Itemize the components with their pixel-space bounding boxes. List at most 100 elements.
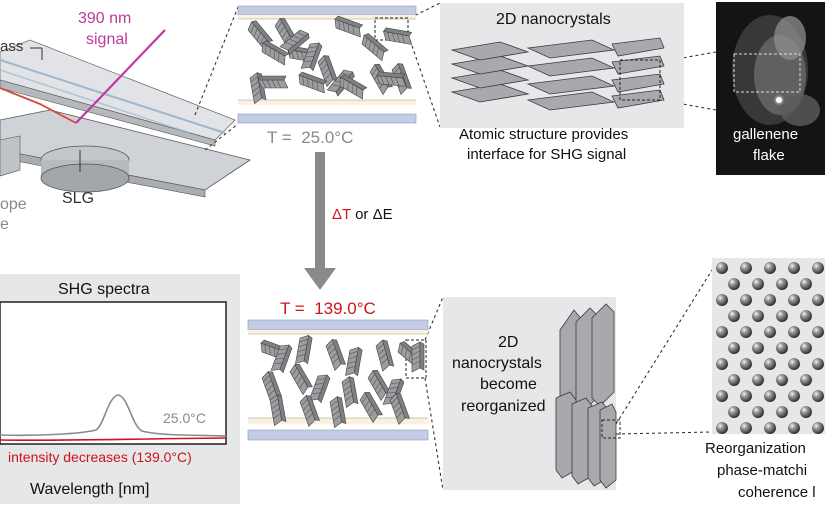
lattice-atom — [764, 422, 776, 434]
reorganized-line-1: 2D — [498, 334, 519, 351]
lattice-panel — [712, 258, 825, 434]
lattice-atom — [776, 310, 788, 322]
slg-label: SLG — [62, 190, 95, 207]
lattice-atom — [716, 294, 728, 306]
lattice-caption-2: phase-matchi — [717, 462, 808, 479]
lattice-atom — [776, 342, 788, 354]
lattice-atom — [776, 374, 788, 386]
glass-label: ass — [0, 38, 24, 55]
nanocrystal-stack — [308, 371, 331, 405]
lattice-atom — [812, 422, 824, 434]
lattice-caption-1: Reorganization — [705, 440, 806, 457]
lattice-atom — [788, 326, 800, 338]
nanocrystals-panel — [440, 3, 684, 128]
lattice-atom — [764, 294, 776, 306]
crystals-low — [245, 15, 414, 104]
transition-label: ΔT or ΔE — [332, 206, 393, 223]
lattice-caption-3: coherence l — [738, 484, 816, 501]
lattice-atom — [716, 326, 728, 338]
lattice-atom — [812, 294, 824, 306]
lattice-atom — [788, 294, 800, 306]
lattice-atom — [716, 262, 728, 274]
lattice-atom — [752, 374, 764, 386]
lattice-atom — [728, 310, 740, 322]
nanocrystal-stack — [295, 333, 313, 366]
reorganized-line-2: nanocrystals — [452, 355, 542, 372]
lattice-atom — [740, 422, 752, 434]
nanocrystal-stack — [411, 341, 425, 373]
signal-beam — [75, 29, 166, 124]
lattice-atom — [740, 294, 752, 306]
nanocrystal-stack — [324, 337, 347, 371]
crystals-high — [257, 333, 426, 428]
lattice-atom — [764, 390, 776, 402]
lattice-atom — [788, 262, 800, 274]
lattice-atom — [812, 262, 824, 274]
lattice-atom — [728, 342, 740, 354]
sample-box-low — [237, 5, 417, 124]
lattice-atom — [788, 390, 800, 402]
nanocrystal-stack — [374, 338, 395, 372]
nanocrystal-stack — [287, 362, 314, 395]
dashed-leaders — [194, 2, 717, 491]
lattice-atom — [740, 326, 752, 338]
lattice-atom — [776, 278, 788, 290]
lattice-atom — [764, 326, 776, 338]
signal-wavelength-label: 390 nm — [78, 10, 132, 27]
micrograph-label-2: flake — [753, 147, 785, 164]
lattice-atom — [752, 278, 764, 290]
reorganized-panel — [443, 297, 621, 490]
spectrum-curve-25c — [0, 394, 227, 437]
lattice-atom — [752, 342, 764, 354]
lattice-atom — [800, 278, 812, 290]
transition-arrow — [304, 152, 336, 290]
lattice-atom — [752, 310, 764, 322]
nanocrystal-stack — [257, 75, 289, 89]
scope-label: ope — [0, 196, 27, 213]
scope-label-2: e — [0, 216, 9, 233]
lattice-atom — [716, 358, 728, 370]
reorganized-line-3: become — [480, 376, 537, 393]
lattice-atom — [716, 390, 728, 402]
lattice-atom — [764, 262, 776, 274]
spectra-title: SHG spectra — [58, 281, 150, 298]
lattice-atom — [800, 310, 812, 322]
lattice-atom — [812, 390, 824, 402]
reorganized-line-4: reorganized — [461, 398, 546, 415]
lattice-atom — [716, 422, 728, 434]
micrograph-panel — [716, 2, 825, 175]
lattice-atom — [740, 262, 752, 274]
lattice-atom — [728, 278, 740, 290]
signal-label: signal — [86, 31, 128, 48]
lattice-atom — [764, 358, 776, 370]
lattice-atom — [800, 374, 812, 386]
nanocrystal-stack — [381, 27, 414, 45]
temperature-low: T = 25.0°C — [267, 128, 354, 147]
nanocrystal-stack — [345, 345, 363, 378]
spectra-panel — [0, 274, 240, 504]
lattice-atom — [800, 406, 812, 418]
curve-25-label: 25.0°C — [163, 410, 206, 426]
nanocrystals-caption-2: interface for SHG signal — [467, 146, 627, 163]
lattice-atom — [788, 422, 800, 434]
lattice-atom — [728, 406, 740, 418]
lattice-atom — [740, 358, 752, 370]
lattice-atom — [788, 358, 800, 370]
setup-illustration — [0, 29, 251, 198]
temperature-high: T = 139.0°C — [280, 299, 376, 318]
spectrum-curve-139c — [0, 437, 227, 442]
lattice-atom — [740, 390, 752, 402]
micrograph-label-1: gallenene — [733, 126, 799, 143]
spectra-xlabel: Wavelength [nm] — [30, 481, 150, 498]
nanocrystal-stack — [375, 71, 408, 87]
lattice-atom — [776, 406, 788, 418]
nanocrystal-stack — [341, 375, 359, 408]
lattice-atom — [812, 326, 824, 338]
lattice-atom — [728, 374, 740, 386]
nanocrystals-caption-1: Atomic structure provides — [459, 126, 629, 143]
curve-139-label: intensity decreases (139.0°C) — [8, 449, 192, 465]
nanocrystals-title: 2D nanocrystals — [496, 11, 611, 28]
lattice-atom — [812, 358, 824, 370]
lattice-atom — [752, 406, 764, 418]
